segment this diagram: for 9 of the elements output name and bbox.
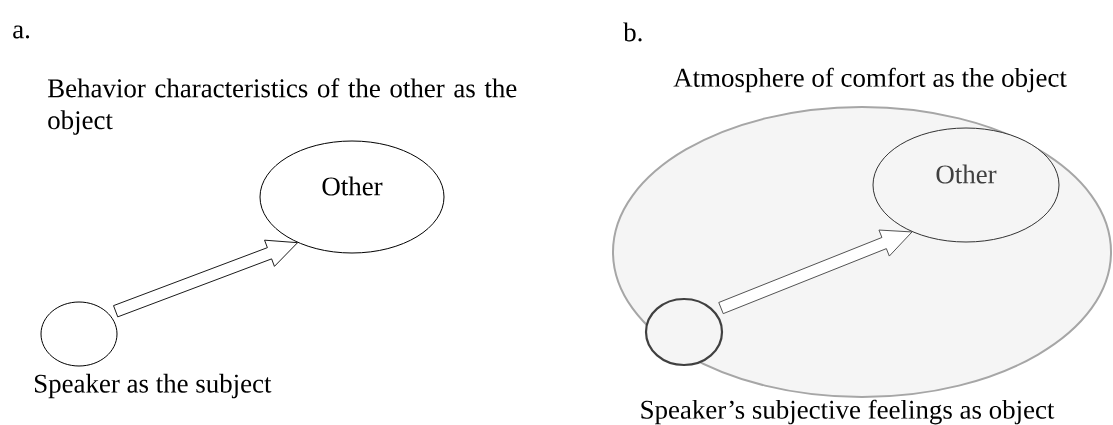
block-arrow [718,229,913,315]
block-arrow [113,239,298,318]
node-label: Other [936,164,997,184]
node-label: Other [322,176,383,196]
panel-letter: a. [13,25,30,39]
panel-letter: b. [623,22,642,42]
node-label: Speaker as the subject [35,373,272,399]
caption: Speaker’s subjective feelings as object [641,399,1055,425]
heading: Atmosphere of comfort as the object [673,67,1067,93]
